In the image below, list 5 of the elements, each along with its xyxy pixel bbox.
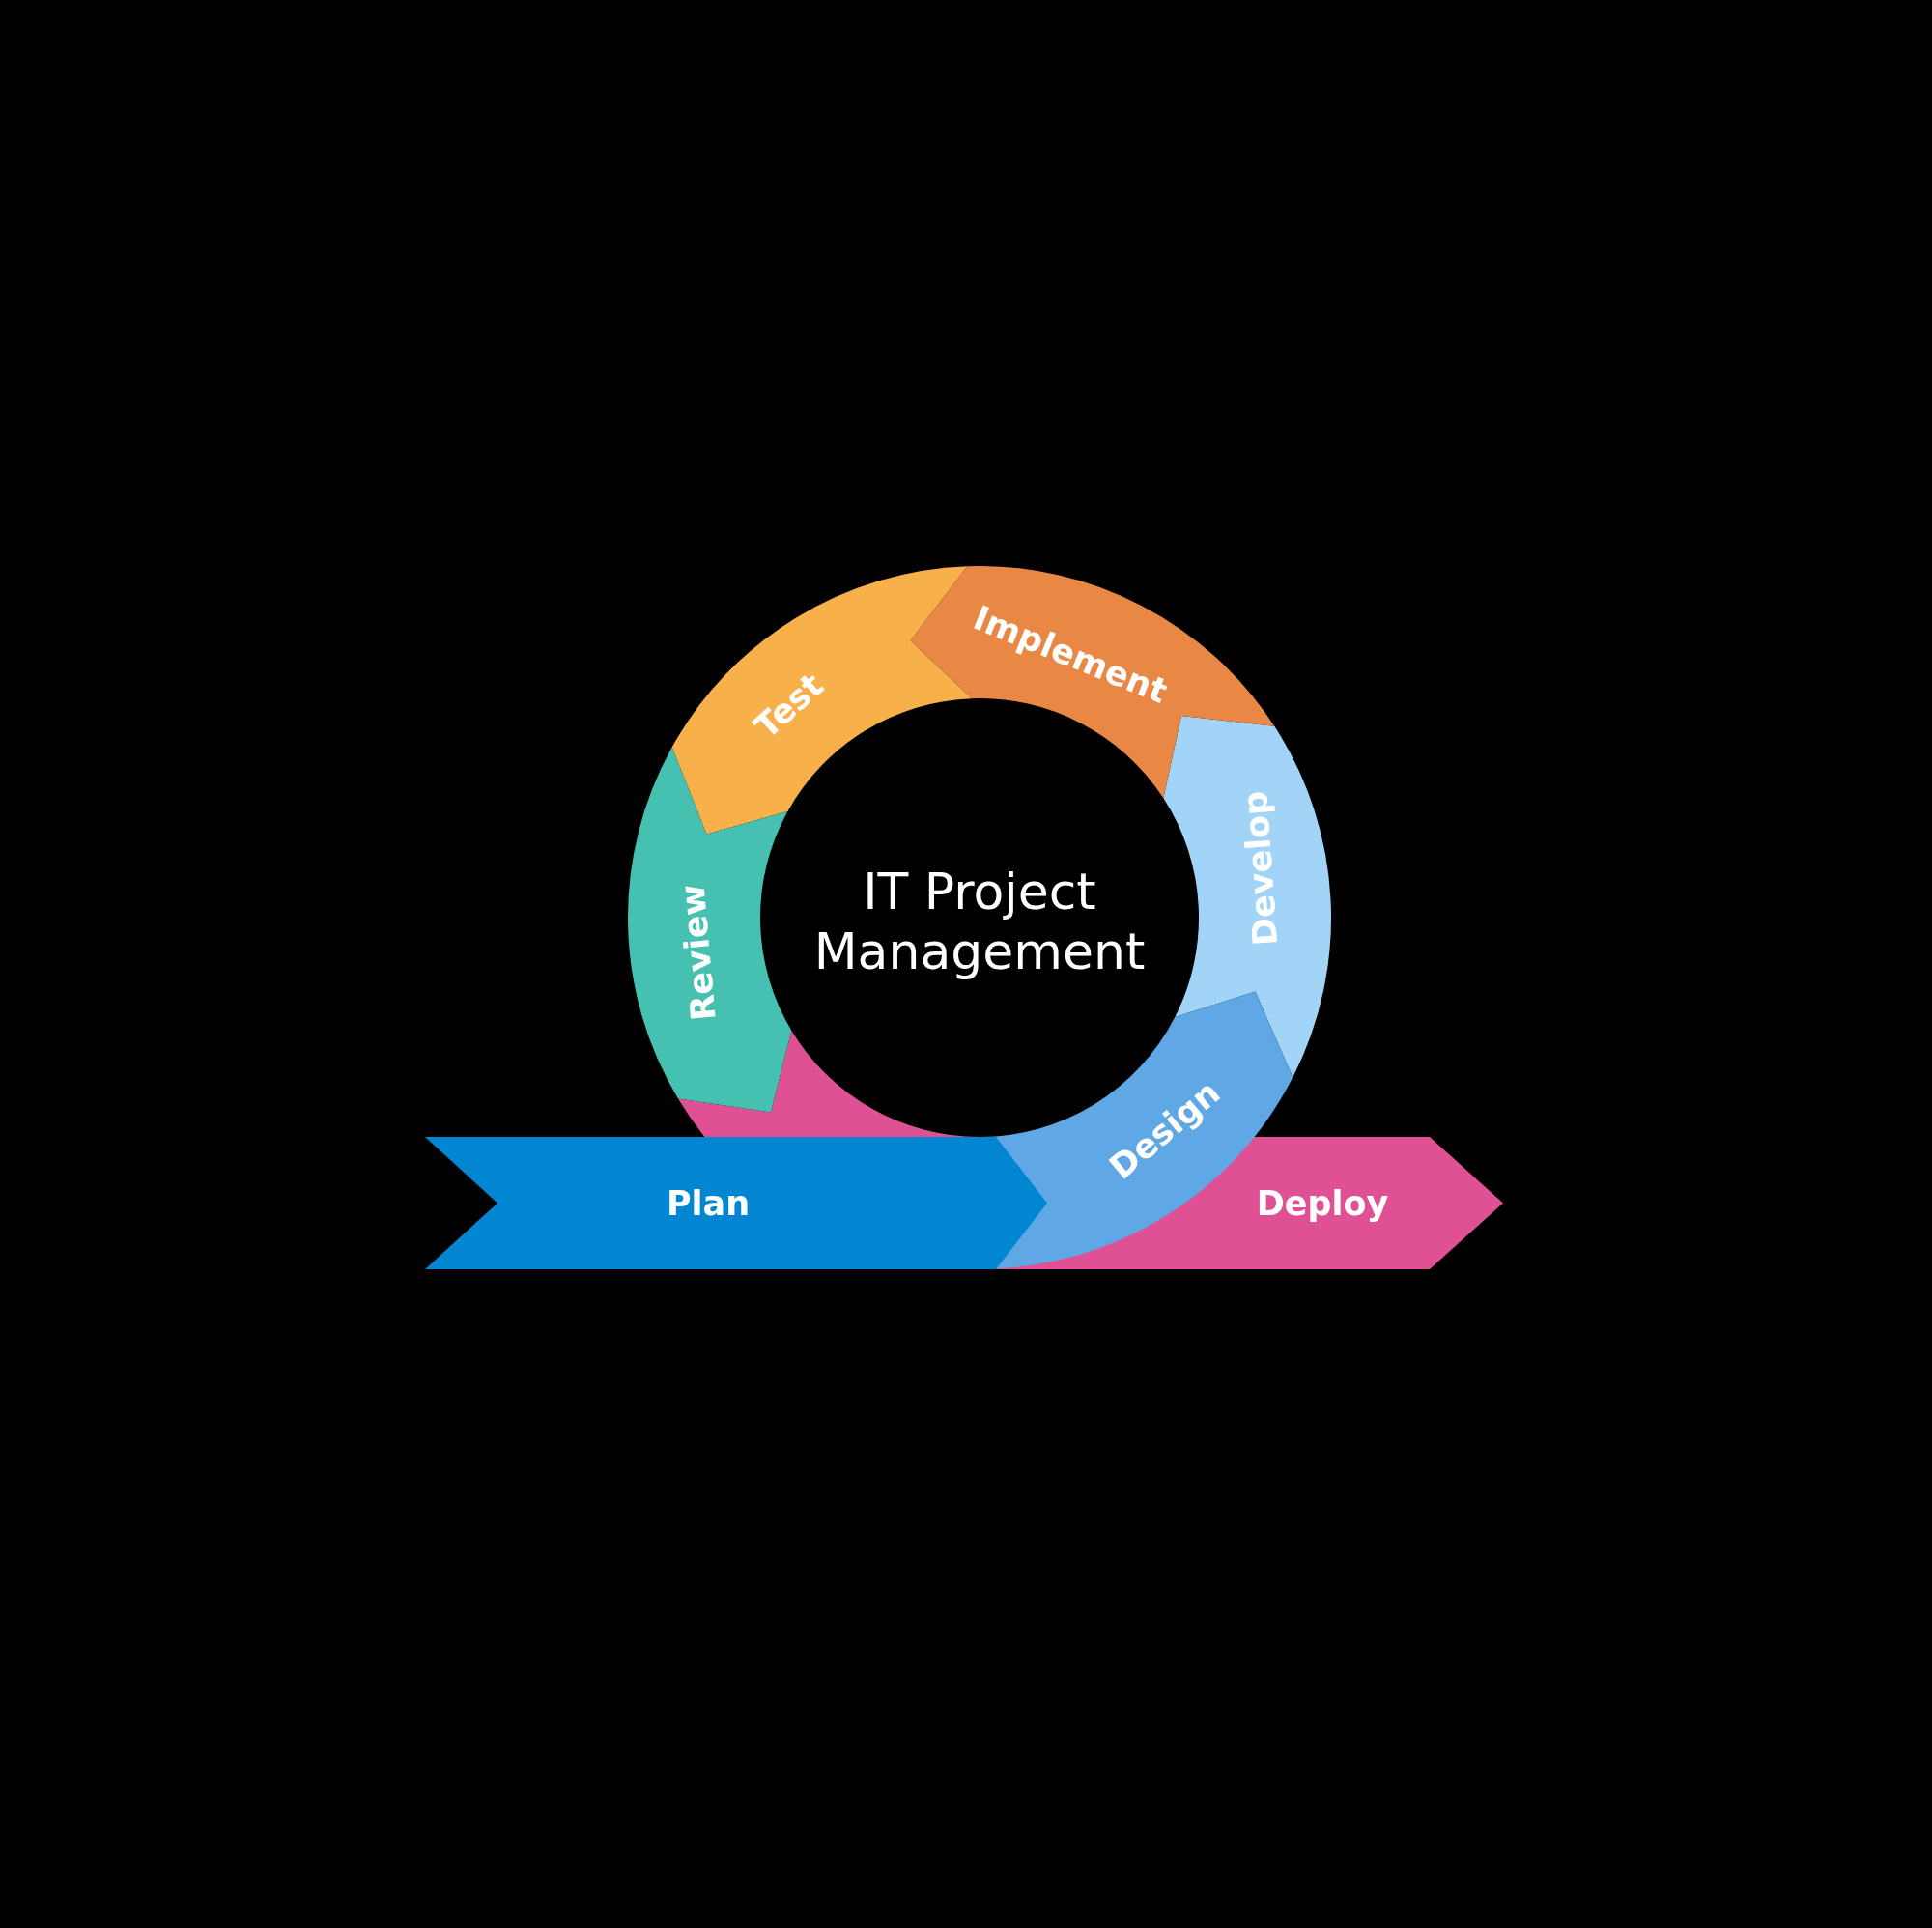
- stage-label: Deploy: [1256, 1185, 1389, 1221]
- diagram-title: IT Project Management: [812, 861, 1147, 982]
- stage-label: Plan: [666, 1185, 751, 1221]
- stage-label: Develop: [1236, 789, 1284, 948]
- stage-label: Review: [674, 882, 723, 1022]
